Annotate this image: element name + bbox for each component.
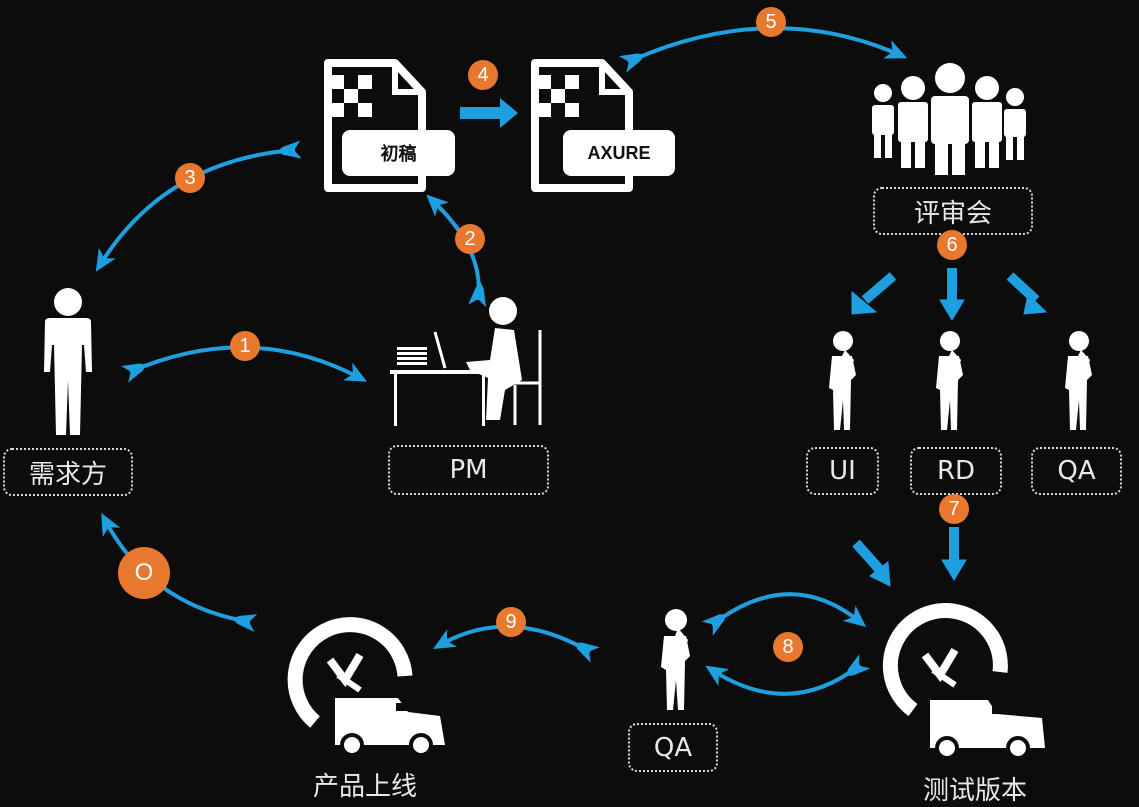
arrow-step-8-top xyxy=(701,592,867,636)
clock-truck-icon-test-version xyxy=(882,603,1045,760)
qa-bottom-label: QA xyxy=(628,723,718,772)
step-badge-9: 9 xyxy=(496,607,526,637)
step-badge-1: 1 xyxy=(230,331,260,361)
step-badge-6: 6 xyxy=(937,230,967,260)
person-thinking-icon-ui xyxy=(829,331,856,430)
arrows-step-7 xyxy=(852,527,967,587)
rd-label: RD xyxy=(910,447,1002,495)
clock-truck-icon-release xyxy=(287,617,445,757)
group-icon xyxy=(872,63,1026,175)
person-at-desk-icon xyxy=(390,297,542,426)
step-badge-7: 7 xyxy=(939,494,969,524)
qa-top-label: QA xyxy=(1031,447,1122,495)
requester-label: 需求方 xyxy=(3,448,133,496)
person-thinking-icon-qa-bottom xyxy=(661,609,690,710)
draft-tag: 初稿 xyxy=(342,130,455,176)
arrow-step-8-bottom xyxy=(705,654,871,696)
release-label: 产品上线 xyxy=(312,772,417,802)
step-badge-2: 2 xyxy=(455,224,485,254)
step-badge-8: 8 xyxy=(773,632,803,662)
review-label: 评审会 xyxy=(873,187,1033,235)
person-thinking-icon-rd xyxy=(936,331,963,430)
axure-tag: AXURE xyxy=(563,130,675,176)
step-badge-4: 4 xyxy=(468,60,498,90)
step-badge-0: O xyxy=(118,547,170,599)
person-standing-icon xyxy=(44,288,92,435)
person-thinking-icon-qa-top xyxy=(1065,331,1092,430)
step-badge-5: 5 xyxy=(756,7,786,37)
arrows-step-6 xyxy=(851,268,1048,321)
pm-label: PM xyxy=(388,445,549,495)
step-badge-3: 3 xyxy=(175,163,205,193)
arrowhead-step-4 xyxy=(500,98,518,128)
test-version-label: 测试版本 xyxy=(922,776,1027,806)
ui-label: UI xyxy=(806,447,879,495)
